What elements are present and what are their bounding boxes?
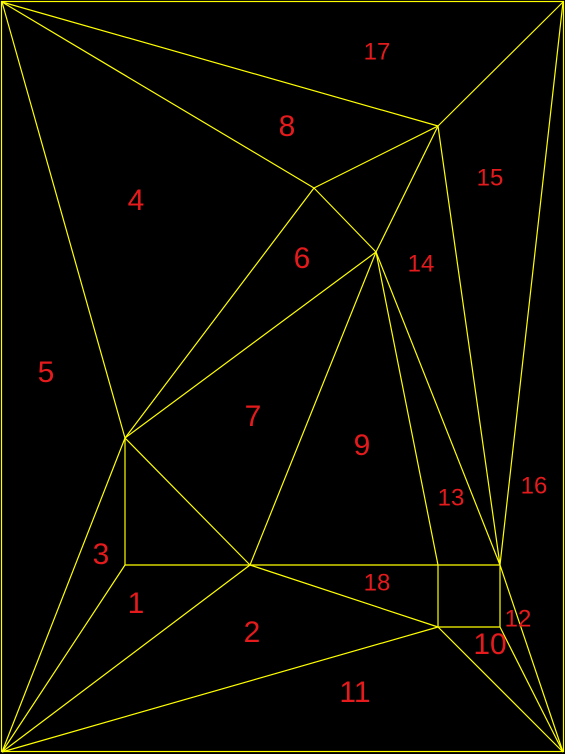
edge-line xyxy=(1,1,315,189)
edge-line xyxy=(1,437,126,753)
edge-line xyxy=(1,1,439,127)
edge-line xyxy=(437,125,501,566)
region-labels: 1 2 3 4 5 6 7 8 9 10 11 12 13 14 15 16 1… xyxy=(38,38,548,709)
edge-line xyxy=(375,251,501,566)
edge-line xyxy=(437,1,564,127)
edge-line xyxy=(313,125,439,189)
region-label-17: 17 xyxy=(364,38,391,65)
edge-line xyxy=(1,564,126,753)
region-label-14: 14 xyxy=(408,250,435,277)
region-label-3: 3 xyxy=(93,538,110,571)
region-label-18: 18 xyxy=(364,569,391,596)
edge-line xyxy=(124,251,377,439)
region-label-7: 7 xyxy=(245,400,262,433)
region-label-8: 8 xyxy=(279,110,296,143)
region-label-2: 2 xyxy=(244,616,261,649)
edge-line xyxy=(499,564,564,753)
edge-line xyxy=(313,187,377,253)
region-label-6: 6 xyxy=(294,242,311,275)
region-label-4: 4 xyxy=(128,184,145,217)
edge-line xyxy=(499,1,564,566)
region-label-9: 9 xyxy=(354,429,371,462)
edge-line xyxy=(124,437,251,566)
region-label-11: 11 xyxy=(339,676,370,709)
region-label-12: 12 xyxy=(505,605,532,632)
edge-line xyxy=(124,187,315,439)
edge-line xyxy=(499,626,564,753)
region-label-5: 5 xyxy=(38,356,55,389)
edge-line xyxy=(375,125,439,253)
edge-line xyxy=(375,251,439,566)
region-label-15: 15 xyxy=(477,164,504,191)
region-label-13: 13 xyxy=(438,484,465,511)
edge-line xyxy=(437,626,564,753)
edge-line xyxy=(1,626,439,753)
region-label-10: 10 xyxy=(473,628,506,661)
edge-line xyxy=(1,564,251,753)
edge-line xyxy=(249,251,377,566)
region-label-16: 16 xyxy=(521,472,548,499)
edge-line xyxy=(249,564,439,628)
region-label-1: 1 xyxy=(128,587,145,620)
edge-line xyxy=(1,1,126,439)
